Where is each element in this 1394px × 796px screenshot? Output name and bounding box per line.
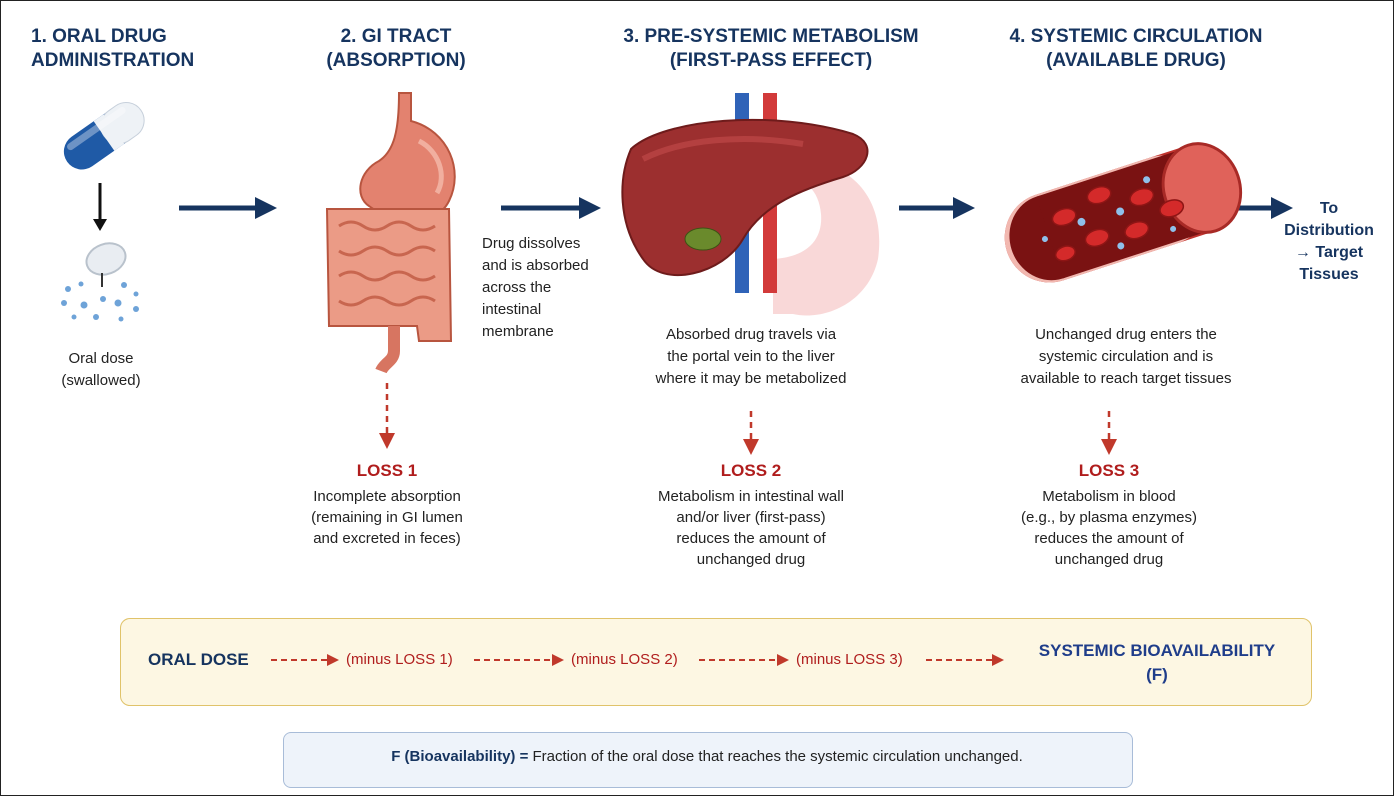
loss-arrow-2 xyxy=(741,411,761,456)
equation-oral-dose: ORAL DOSE xyxy=(148,650,249,670)
equation-arrow-2 xyxy=(474,653,566,667)
loss-3-text: Metabolism in blood (e.g., by plasma enz… xyxy=(979,486,1239,570)
liver-text: Absorbed drug travels via the portal vei… xyxy=(601,324,901,390)
circulation-text: Unchanged drug enters the systemic circu… xyxy=(976,324,1276,390)
equation-arrow-3 xyxy=(699,653,791,667)
flow-arrow-1 xyxy=(179,197,277,219)
equation-arrow-1 xyxy=(271,653,341,667)
blood-vessel-icon xyxy=(996,129,1248,299)
definition-body: Fraction of the oral dose that reaches t… xyxy=(528,748,1022,765)
capsule-icon xyxy=(49,91,159,181)
loss-arrow-1 xyxy=(377,383,397,451)
equation-arrow-4 xyxy=(926,653,1006,667)
flow-arrow-2 xyxy=(501,197,601,219)
down-arrow-icon xyxy=(93,183,107,233)
loss-1-title: LOSS 1 xyxy=(287,461,487,481)
equation-minus-loss-3: (minus LOSS 3) xyxy=(796,651,903,668)
definition-term: F (Bioavailability) = xyxy=(391,748,528,765)
gi-tract-icon xyxy=(299,91,474,376)
equation-minus-loss-2: (minus LOSS 2) xyxy=(571,651,678,668)
equation-result: SYSTEMIC BIOAVAILABILITY (F) xyxy=(1023,639,1291,687)
loss-arrow-3 xyxy=(1099,411,1119,456)
stage-title-3: 3. PRE-SYSTEMIC METABOLISM (FIRST-PASS E… xyxy=(601,25,941,73)
to-distribution-label: To Distribution → Target Tissues xyxy=(1269,198,1389,286)
liver-icon xyxy=(623,89,891,324)
loss-2-text: Metabolism in intestinal wall and/or liv… xyxy=(611,486,891,570)
loss-2-title: LOSS 2 xyxy=(651,461,851,481)
definition-text: F (Bioavailability) = Fraction of the or… xyxy=(283,748,1131,765)
flow-arrow-3 xyxy=(899,197,975,219)
oral-dose-label: Oral dose (swallowed) xyxy=(41,348,161,392)
equation-minus-loss-1: (minus LOSS 1) xyxy=(346,651,453,668)
stage-title-2: 2. GI TRACT (ABSORPTION) xyxy=(311,25,481,73)
stage-title-4: 4. SYSTEMIC CIRCULATION (AVAILABLE DRUG) xyxy=(991,25,1281,73)
stage-title-1: 1. ORAL DRUG ADMINISTRATION xyxy=(31,25,211,73)
loss-3-title: LOSS 3 xyxy=(1009,461,1209,481)
gi-absorption-text: Drug dissolves and is absorbed across th… xyxy=(482,233,597,343)
loss-1-text: Incomplete absorption (remaining in GI l… xyxy=(267,486,507,549)
dissolving-tablet-icon xyxy=(56,239,146,324)
